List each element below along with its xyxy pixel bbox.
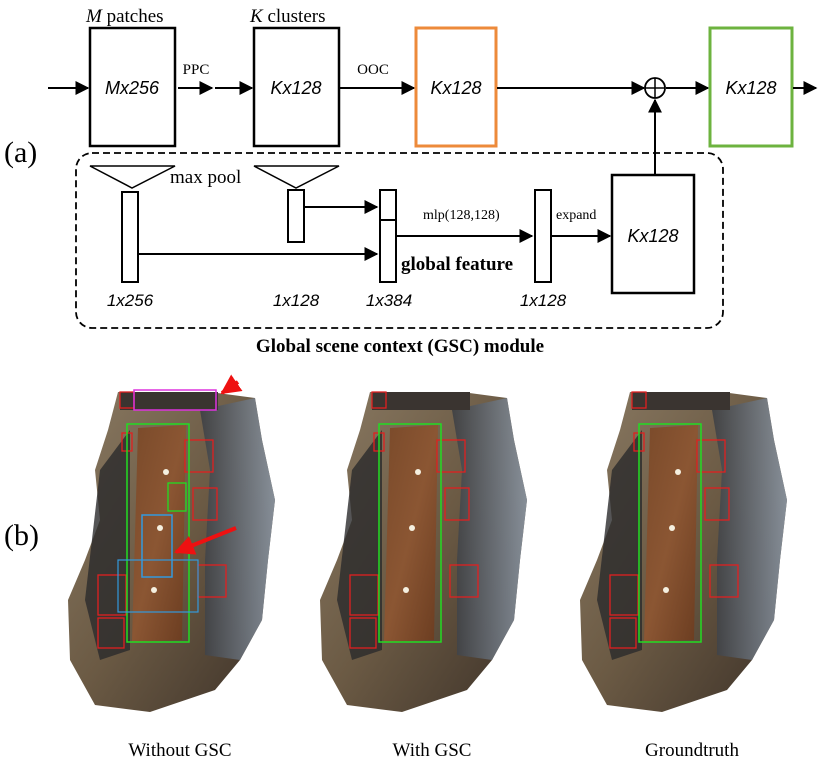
- dim-label-2: 1x128: [273, 291, 320, 310]
- ooc-output-box-label: Kx128: [430, 78, 481, 98]
- caption-without-gsc: Without GSC: [128, 740, 231, 761]
- scan-light-spot: [157, 525, 163, 531]
- dim-label-4: 1x128: [520, 291, 567, 310]
- clusters-var: K: [249, 6, 264, 27]
- scan-table-image: [644, 425, 698, 642]
- bbox-chair: [449, 564, 479, 598]
- scan-dark-region-image: [337, 430, 382, 660]
- scan-groundtruth: [580, 391, 787, 712]
- clusters-box: [252, 26, 341, 148]
- gsc-output-box: [610, 173, 696, 295]
- patches-box-label: Mx256: [105, 78, 160, 98]
- expand-label: expand: [556, 208, 596, 223]
- scan-dark-region-image: [597, 430, 642, 660]
- concat-vector-bottom: [379, 219, 397, 283]
- mlp-label: mlp(128,128): [423, 208, 500, 223]
- bbox-chair: [631, 391, 647, 409]
- bbox-table: [126, 423, 190, 643]
- bbox-chair: [709, 564, 739, 598]
- caption-groundtruth: Groundtruth: [645, 740, 739, 761]
- bbox-false-positive: [133, 389, 217, 411]
- bbox-table: [378, 423, 442, 643]
- bbox-chair: [97, 617, 125, 649]
- bbox-table: [638, 423, 702, 643]
- feature-vector-256: [121, 191, 139, 283]
- patches-box: [88, 26, 177, 148]
- patches-var: M: [85, 6, 103, 27]
- max-pool-label: max pool: [170, 167, 241, 188]
- red-arrow-icon: [174, 526, 237, 555]
- concat-vector-top: [379, 189, 397, 221]
- bbox-false-positive: [167, 482, 187, 512]
- scan-ledge-image: [120, 392, 218, 410]
- bbox-chair: [184, 439, 214, 473]
- bbox-chair: [371, 391, 387, 409]
- final-output-box-label: Kx128: [725, 78, 776, 98]
- feature-vector-128: [287, 189, 305, 243]
- scan-wall-image: [712, 398, 787, 660]
- bbox-chair: [97, 574, 127, 616]
- scan-table-image: [132, 425, 186, 642]
- clusters-box-label: Kx128: [270, 78, 321, 98]
- bbox-chair: [609, 617, 637, 649]
- bbox-chair: [349, 574, 379, 616]
- bbox-chair: [192, 487, 218, 521]
- dim-label-3: 1x384: [366, 291, 412, 310]
- gsc-module-border: [75, 152, 724, 329]
- scan-light-spot: [409, 525, 415, 531]
- scan-ledge-image: [372, 392, 470, 410]
- red-arrow-icon: [220, 374, 243, 395]
- bbox-false-positive: [141, 514, 173, 578]
- scan-without-gsc: [68, 374, 275, 712]
- gsc-title: Global scene context (GSC) module: [256, 336, 544, 357]
- max-pool-funnel-1: [89, 165, 176, 189]
- scan-table-image: [384, 425, 438, 642]
- bbox-chair: [444, 487, 470, 521]
- scan-light-spot: [403, 587, 409, 593]
- mlp-output-vector: [534, 189, 552, 283]
- scan-with-gsc: [320, 391, 527, 712]
- scan-ledge-image: [632, 392, 730, 410]
- scan-light-spot: [415, 469, 421, 475]
- clusters-label: K clusters: [249, 6, 325, 27]
- bbox-chair: [704, 487, 730, 521]
- ooc-label: OOC: [357, 62, 389, 78]
- ppc-label: PPC: [183, 62, 210, 78]
- bbox-false-positive: [117, 559, 199, 613]
- scan-wall-image: [200, 398, 275, 660]
- panel-label-b: (b): [4, 519, 39, 552]
- bbox-chair: [436, 439, 466, 473]
- dim-label-1: 1x256: [107, 291, 154, 310]
- max-pool-funnel-2: [253, 165, 340, 189]
- scan-wall-image: [452, 398, 527, 660]
- scan-light-spot: [675, 469, 681, 475]
- ooc-output-box: [414, 26, 498, 148]
- caption-with-gsc: With GSC: [393, 740, 472, 761]
- gsc-output-box-label: Kx128: [627, 226, 678, 246]
- panel-label-a: (a): [4, 136, 37, 169]
- final-output-box: [708, 26, 794, 148]
- patches-label: M patches: [85, 6, 164, 27]
- scan-light-spot: [663, 587, 669, 593]
- bbox-chair: [696, 439, 726, 473]
- scan-light-spot: [163, 469, 169, 475]
- scan-light-spot: [669, 525, 675, 531]
- bbox-chair: [609, 574, 639, 616]
- scan-light-spot: [151, 587, 157, 593]
- bbox-chair: [349, 617, 377, 649]
- scan-dark-region-image: [85, 430, 130, 660]
- global-feature-label: global feature: [401, 254, 513, 275]
